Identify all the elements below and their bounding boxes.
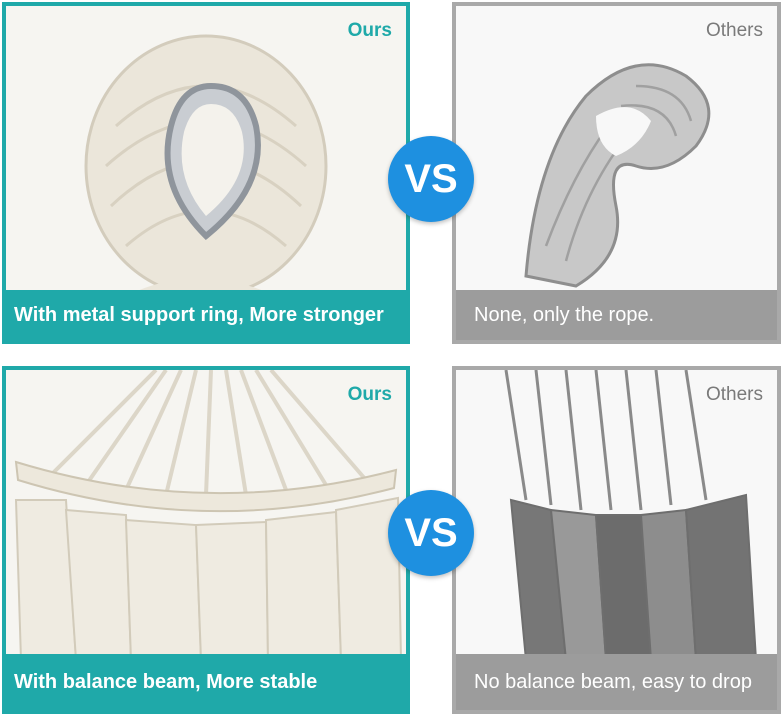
caption-balance-beam: With balance beam, More stable — [6, 654, 406, 710]
rope-loop-icon — [456, 6, 777, 340]
vs-badge-bottom: VS — [388, 490, 474, 576]
caption-rope-only: None, only the rope. — [456, 290, 777, 340]
panel-ours-ring: Ours With metal support ring, More stron… — [2, 2, 410, 344]
tag-ours: Ours — [347, 20, 392, 41]
rope-with-metal-ring-icon — [6, 6, 406, 340]
tag-ours: Ours — [347, 384, 392, 405]
panel-ours-beam: Ours With balance beam, More stable — [2, 366, 410, 714]
tag-others: Others — [705, 384, 763, 405]
tag-others: Others — [705, 20, 763, 41]
vs-badge-top: VS — [388, 136, 474, 222]
caption-no-beam: No balance beam, easy to drop — [456, 654, 777, 710]
caption-metal-ring: With metal support ring, More stronger — [6, 290, 406, 340]
hammock-without-beam-icon — [456, 370, 777, 710]
hammock-with-beam-icon — [6, 370, 406, 710]
panel-others-nobeam: Others No balance beam, easy to drop — [452, 366, 781, 714]
panel-others-rope: Others None, only the rope. — [452, 2, 781, 344]
